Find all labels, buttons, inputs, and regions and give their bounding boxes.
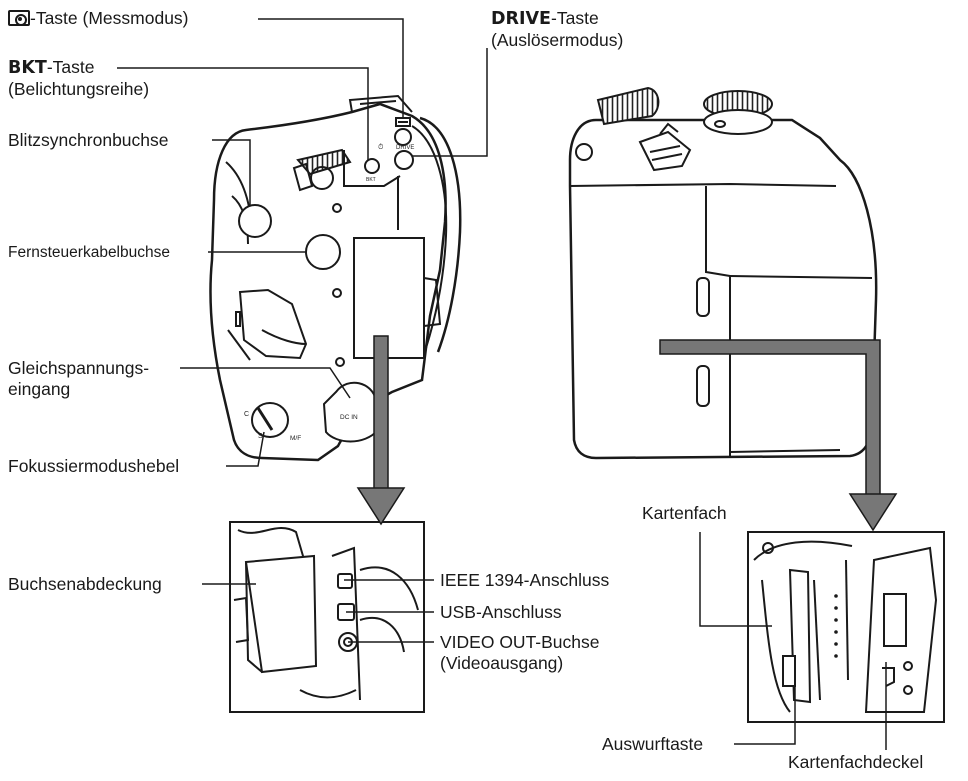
label-usb: USB-Anschluss [440,602,562,622]
metering-icon [8,10,30,26]
label-ieee1394: IEEE 1394-Anschluss [440,570,610,590]
label-flash-sync: Blitzsynchronbuchse [8,130,169,150]
inset-card-slot [747,531,945,723]
label-drive-sub: (Auslösermodus) [491,30,624,50]
camera-mark-dc-in: DC IN [340,414,358,421]
label-metering-text: -Taste (Messmodus) [30,8,189,28]
inset-terminals [229,521,425,713]
camera-mark-mf: M/F [290,435,301,442]
label-video-line1: VIDEO OUT-Buchse [440,632,600,652]
label-drive-key: DRIVE-Taste (Auslösermodus) [491,8,623,51]
label-bkt-key: BKT-Taste (Belichtungsreihe) [8,57,149,100]
label-dc-line1: Gleichspannungs- [8,358,150,378]
label-video-out: VIDEO OUT-Buchse (Videoausgang) [440,632,600,674]
label-card-slot: Kartenfach [642,503,727,523]
label-video-line2: (Videoausgang) [440,653,564,673]
camera-right-side [568,86,878,460]
label-bkt-sub: (Belichtungsreihe) [8,79,150,99]
label-bkt-word: BKT [8,58,47,78]
camera-left-side [209,94,462,462]
label-bkt-rest: -Taste [46,57,95,77]
label-focus-lever: Fokussiermodushebel [8,456,180,476]
label-dc-line2: eingang [8,379,71,399]
label-drive-rest: -Taste [551,8,599,28]
label-remote: Fernsteuerkabelbuchse [8,244,170,261]
arrow-to-card-slot [659,339,898,532]
camera-mark-drive: DRIVE [396,145,414,151]
camera-mark-self-timer: ⏱ [378,143,384,151]
camera-mark-s: S [258,433,263,440]
label-card-cover: Kartenfachdeckel [788,752,924,772]
label-eject: Auswurftaste [602,734,704,754]
label-drive-word: DRIVE [491,9,552,29]
camera-mark-bkt: BKT [366,177,376,183]
label-terminal-cover: Buchsenabdeckung [8,574,162,594]
arrow-to-terminals [356,335,406,526]
camera-mark-c: C [244,411,249,418]
label-metering-key: -Taste (Messmodus) [8,8,189,29]
leader-lines [117,18,887,750]
label-dc-input: Gleichspannungs- eingang [8,358,149,400]
